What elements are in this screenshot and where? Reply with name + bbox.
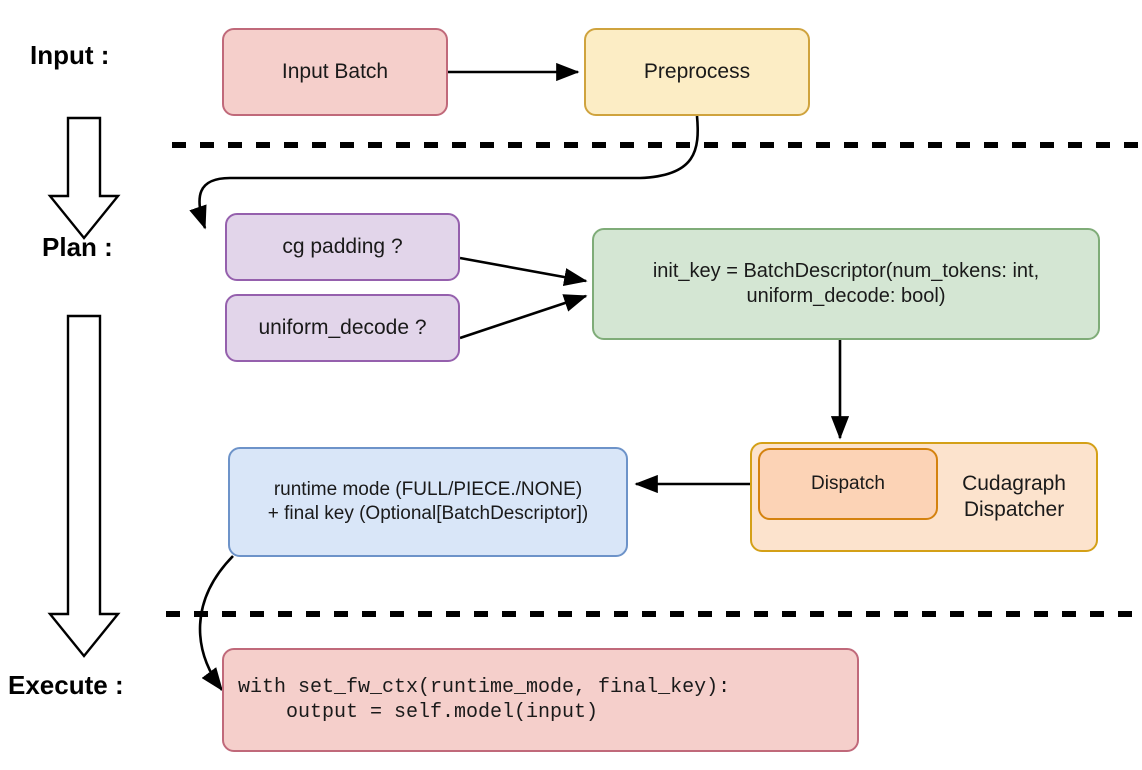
stage-label-execute: Execute : [8, 670, 124, 700]
node-init-key-batch-descriptor[interactable]: init_key = BatchDescriptor(num_tokens: i… [592, 228, 1100, 340]
stage-arrow-input-plan [47, 116, 121, 240]
node-cg-padding[interactable]: cg padding ? [225, 213, 460, 281]
node-dispatch[interactable]: Dispatch [758, 448, 938, 520]
stage-label-plan: Plan : [42, 232, 113, 262]
stage-arrow-plan-execute [47, 314, 121, 658]
stage-label-input: Input : [30, 40, 110, 70]
arrow-preprocess-to-cg-padding [189, 115, 699, 230]
node-execute-code-block[interactable]: with set_fw_ctx(runtime_mode, final_key)… [222, 648, 859, 752]
node-uniform-decode[interactable]: uniform_decode ? [225, 294, 460, 362]
node-preprocess[interactable]: Preprocess [584, 28, 810, 116]
arrow-cg-padding-to-init-key [459, 256, 588, 287]
arrow-uniform-decode-to-init-key [459, 294, 588, 340]
node-runtime-mode-and-final-key[interactable]: runtime mode (FULL/PIECE./NONE) + final … [228, 447, 628, 557]
node-input-batch[interactable]: Input Batch [222, 28, 448, 116]
